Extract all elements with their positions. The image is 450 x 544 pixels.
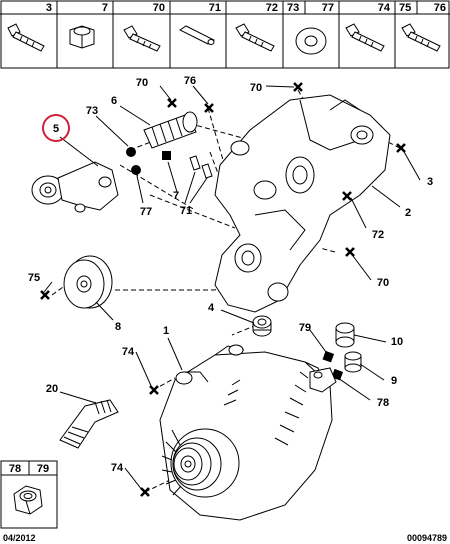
ribbed-belt <box>59 399 119 449</box>
callout-74-lower: 74 <box>111 462 124 474</box>
callout-70-top: 70 <box>136 77 148 89</box>
spacer-sleeve <box>252 315 272 337</box>
dowel-pin-icon <box>179 25 215 45</box>
callout-10: 10 <box>391 336 403 348</box>
washer-icon <box>295 27 327 55</box>
header-label-76: 76 <box>434 2 446 14</box>
callout-labels: 5 6 73 70 76 70 3 2 72 70 7 71 77 75 8 4… <box>28 75 433 474</box>
bolt-icon <box>235 23 275 52</box>
terminal-cap-9 <box>344 351 362 373</box>
callout-20: 20 <box>46 383 58 395</box>
bolt-icon <box>7 23 45 52</box>
tensioner-damper <box>143 111 198 149</box>
header-label-72: 72 <box>266 2 278 14</box>
bolt-icon <box>401 23 441 52</box>
callout-8: 8 <box>115 321 121 333</box>
callout-70-right: 70 <box>377 277 389 289</box>
callout-7: 7 <box>173 190 179 202</box>
nut-79 <box>322 350 335 363</box>
alternator-bracket <box>214 94 391 313</box>
callout-1: 1 <box>163 325 169 337</box>
callout-76: 76 <box>184 75 196 87</box>
hex-nut-icon <box>13 485 43 515</box>
highlight-ring <box>42 114 70 142</box>
callout-70-bracket: 70 <box>250 82 262 94</box>
callout-2: 2 <box>405 207 411 219</box>
header-label-70: 70 <box>153 2 165 14</box>
callout-71: 71 <box>180 205 192 217</box>
dowel-pins-71 <box>189 155 213 179</box>
header-label-3: 3 <box>46 2 52 14</box>
inset-label-78: 78 <box>9 463 21 475</box>
header-label-73: 73 <box>287 2 299 14</box>
callout-72: 72 <box>372 229 384 241</box>
nut-7 <box>162 151 171 160</box>
footer-date: 04/2012 <box>3 533 36 543</box>
header-label-71: 71 <box>209 2 221 14</box>
callout-78: 78 <box>377 397 389 409</box>
callout-79: 79 <box>299 322 311 334</box>
callout-6: 6 <box>111 95 117 107</box>
washer-73 <box>126 147 136 157</box>
washer-77 <box>131 165 141 175</box>
footer-reference: 00094789 <box>407 533 447 543</box>
leader-lines <box>43 85 421 491</box>
callout-75: 75 <box>28 272 40 284</box>
header-label-75: 75 <box>399 2 411 14</box>
terminal-cap-10 <box>335 322 355 348</box>
inset-label-79: 79 <box>37 463 49 475</box>
sleeve-nut-icon <box>69 25 95 49</box>
header-label-74: 74 <box>378 2 391 14</box>
bolt-icon <box>345 23 385 52</box>
callout-3: 3 <box>427 176 433 188</box>
callout-77: 77 <box>140 206 152 218</box>
bolt-icon <box>123 25 161 52</box>
callout-73: 73 <box>86 105 98 117</box>
nut-inset-box: 78 79 <box>0 460 58 529</box>
header-label-77: 77 <box>322 2 334 14</box>
callout-74-upper: 74 <box>122 346 135 358</box>
header-parts-strip: 3 7 70 71 72 73 77 74 75 76 <box>0 0 450 69</box>
alternator <box>159 344 337 521</box>
header-label-7: 7 <box>102 2 108 14</box>
callout-5: 5 <box>53 123 59 135</box>
callout-9: 9 <box>391 375 397 387</box>
idler-pulley <box>63 255 113 309</box>
callout-4: 4 <box>208 302 215 314</box>
bolt-markers <box>40 82 406 497</box>
belt-tensioner <box>31 161 119 213</box>
